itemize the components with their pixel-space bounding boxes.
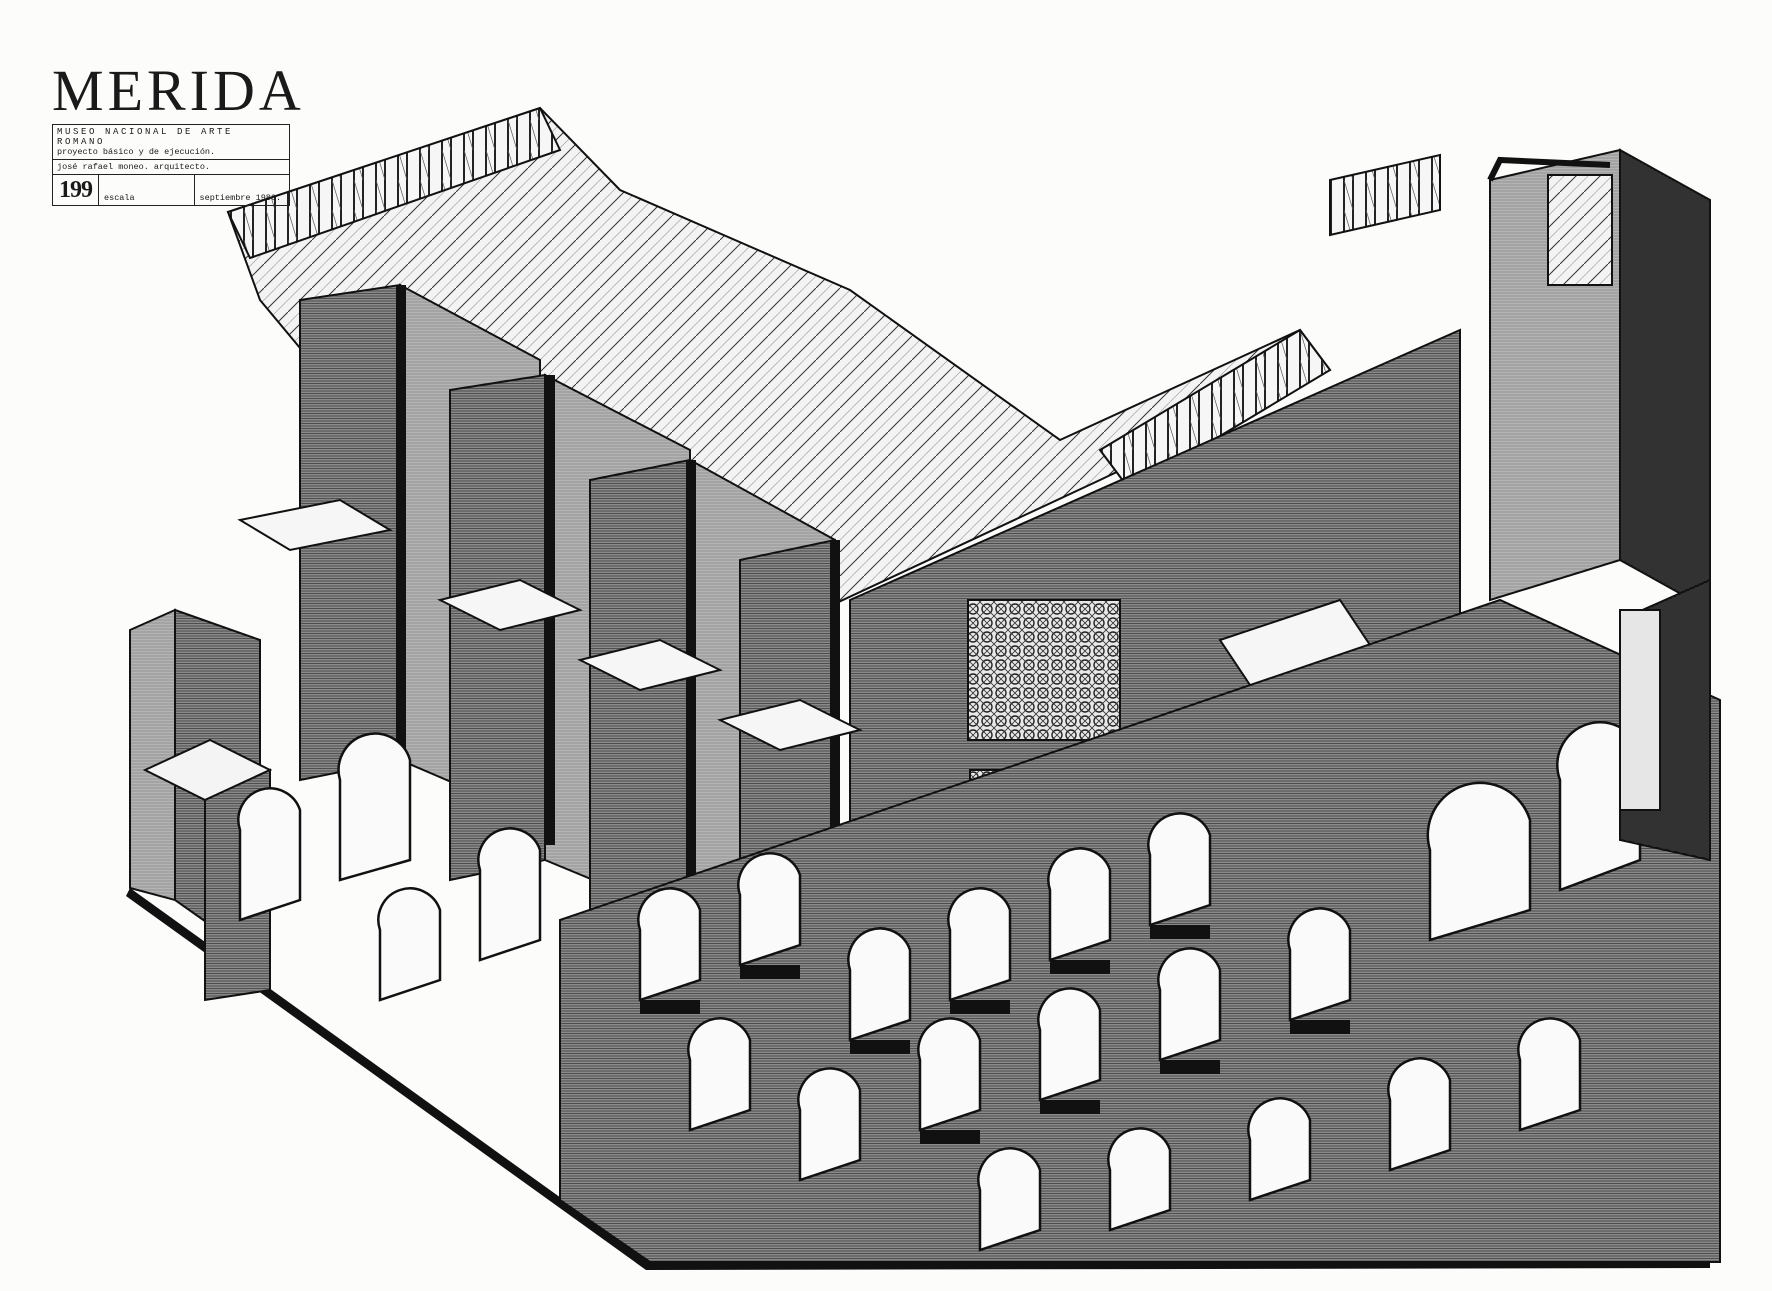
- title-table-info: MUSEO NACIONAL DE ARTE ROMANO proyecto b…: [53, 125, 289, 160]
- sheet-info-row: 199 escala septiembre 1980.: [53, 175, 289, 205]
- roof-trusses-left: [226, 106, 1332, 622]
- title-table: MUSEO NACIONAL DE ARTE ROMANO proyecto b…: [52, 124, 290, 206]
- scale-label: escala: [104, 193, 135, 203]
- left-arches: [237, 732, 542, 1002]
- ground-plinth: [126, 888, 1710, 1270]
- architect-row: josé rafael moneo. arquitecto.: [53, 160, 289, 175]
- museum-name: MUSEO NACIONAL DE ARTE ROMANO: [57, 127, 234, 147]
- sheet-number: 199: [53, 175, 99, 205]
- drawing-title: MERIDA: [52, 58, 305, 123]
- front-arcade: [559, 598, 1721, 1263]
- scale-cell: escala: [99, 175, 195, 205]
- project-phase: proyecto básico y de ejecución.: [57, 147, 216, 157]
- drawing-date: septiembre 1980.: [199, 193, 282, 203]
- date-cell: septiembre 1980.: [195, 175, 290, 205]
- architect-name: josé rafael moneo. arquitecto.: [57, 162, 211, 172]
- title-block: MERIDA MUSEO NACIONAL DE ARTE ROMANO pro…: [52, 58, 305, 206]
- right-tower: [1329, 148, 1711, 862]
